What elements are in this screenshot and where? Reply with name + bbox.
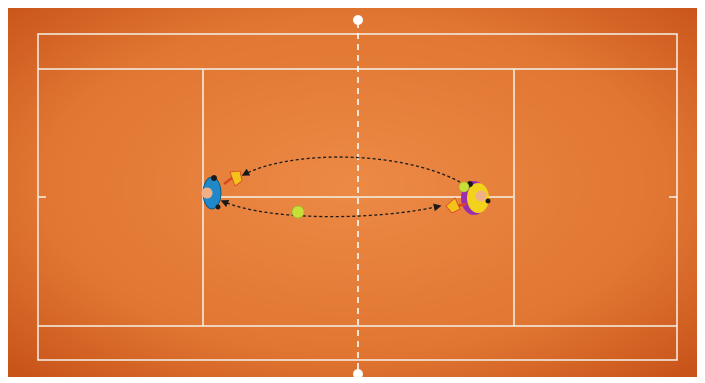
right-player-ball: [459, 182, 469, 192]
right-player-head: [476, 191, 487, 202]
net-post-top: [353, 15, 363, 25]
clay-surface: [8, 8, 697, 377]
net-post-bottom: [353, 369, 363, 379]
left-player-hand: [211, 175, 217, 181]
tennis-ball: [292, 206, 304, 218]
left-player-head: [202, 188, 213, 199]
